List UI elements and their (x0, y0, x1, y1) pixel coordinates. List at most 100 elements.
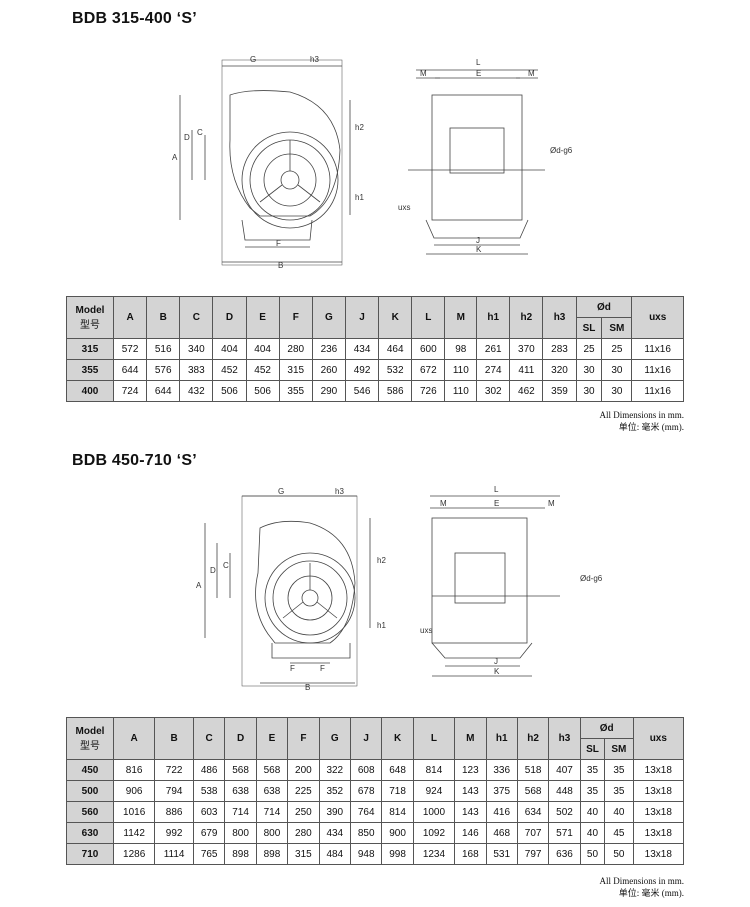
value-cell: 714 (224, 801, 257, 823)
value-cell: 718 (381, 780, 414, 802)
value-cell: 707 (516, 822, 550, 844)
dimension-note: All Dimensions in mm. 单位: 毫米 (mm). (599, 875, 684, 899)
header-col: K (378, 296, 413, 339)
value-cell: 11x16 (631, 380, 684, 402)
note-en: All Dimensions in mm. (599, 876, 684, 886)
dimension-note: All Dimensions in mm. 单位: 毫米 (mm). (599, 409, 684, 433)
header-col: D (212, 296, 247, 339)
header-col: E (255, 717, 289, 760)
value-cell: 25 (575, 338, 603, 360)
value-cell: 452 (212, 359, 247, 381)
header-col: E (245, 296, 280, 339)
header-model-cn: 型号 (80, 319, 100, 331)
model-cell: 560 (66, 801, 114, 823)
header-sm: SM (601, 317, 633, 339)
header-col: B (146, 296, 181, 339)
header-col: C (179, 296, 214, 339)
header-col: h1 (476, 296, 511, 339)
value-cell: 644 (112, 359, 148, 381)
fan-drawing: G h3 A D C h2 h1 F F B L M E M Ød-g6 uxs… (196, 485, 603, 692)
value-cell: 280 (287, 822, 320, 844)
value-cell: 274 (476, 359, 511, 381)
value-cell: 25 (601, 338, 633, 360)
label-h1: h1 (377, 621, 386, 630)
header-col: J (349, 717, 383, 760)
value-cell: 146 (454, 822, 487, 844)
value-cell: 571 (548, 822, 581, 844)
value-cell: 924 (412, 780, 456, 802)
value-cell: 143 (454, 801, 487, 823)
value-cell: 603 (192, 801, 226, 823)
header-col: M (444, 296, 478, 339)
label-b: B (278, 261, 283, 270)
value-cell: 634 (516, 801, 550, 823)
value-cell: 486 (192, 759, 226, 781)
value-cell: 546 (344, 380, 380, 402)
value-cell: 355 (278, 380, 313, 402)
label-a: A (196, 581, 202, 590)
value-cell: 123 (454, 759, 487, 781)
value-cell: 468 (485, 822, 518, 844)
value-cell: 35 (579, 780, 606, 802)
value-cell: 800 (255, 822, 289, 844)
label-uxs: uxs (398, 203, 410, 212)
value-cell: 434 (318, 822, 351, 844)
model-cell: 400 (66, 380, 114, 402)
value-cell: 336 (485, 759, 518, 781)
value-cell: 40 (604, 801, 634, 823)
value-cell: 672 (411, 359, 446, 381)
value-cell: 572 (112, 338, 148, 360)
header-col: L (412, 717, 456, 760)
value-cell: 850 (349, 822, 383, 844)
header-col: J (344, 296, 380, 339)
model-cell: 355 (66, 359, 114, 381)
value-cell: 1114 (154, 843, 194, 865)
value-cell: 110 (444, 359, 478, 381)
value-cell: 30 (575, 359, 603, 381)
value-cell: 464 (378, 338, 413, 360)
value-cell: 502 (548, 801, 581, 823)
label-m-right: M (528, 69, 535, 78)
label-g: G (250, 55, 256, 64)
value-cell: 1000 (412, 801, 456, 823)
header-col: F (287, 717, 320, 760)
value-cell: 800 (224, 822, 257, 844)
label-h3: h3 (310, 55, 319, 64)
label-c: C (197, 128, 203, 137)
header-model-cn: 型号 (80, 740, 100, 752)
value-cell: 283 (542, 338, 577, 360)
value-cell: 261 (476, 338, 511, 360)
label-od: Ød-g6 (580, 574, 603, 583)
label-h3: h3 (335, 487, 344, 496)
value-cell: 11x16 (631, 359, 684, 381)
value-cell: 898 (224, 843, 257, 865)
value-cell: 1142 (112, 822, 156, 844)
value-cell: 143 (454, 780, 487, 802)
value-cell: 900 (381, 822, 414, 844)
value-cell: 50 (604, 843, 634, 865)
value-cell: 568 (516, 780, 550, 802)
value-cell: 714 (255, 801, 289, 823)
value-cell: 532 (378, 359, 413, 381)
value-cell: 322 (318, 759, 351, 781)
value-cell: 432 (179, 380, 214, 402)
header-col: L (411, 296, 446, 339)
header-col: G (318, 717, 351, 760)
value-cell: 492 (344, 359, 380, 381)
section-title: BDB 450-710 ‘S’ (72, 452, 197, 469)
value-cell: 11x16 (631, 338, 684, 360)
header-sl: SL (579, 738, 606, 760)
header-od: Ød (579, 717, 634, 739)
value-cell: 452 (245, 359, 280, 381)
header-col: K (381, 717, 414, 760)
label-l: L (494, 485, 499, 494)
header-col: h3 (542, 296, 577, 339)
header-col: h3 (548, 717, 581, 760)
value-cell: 568 (224, 759, 257, 781)
value-cell: 998 (381, 843, 414, 865)
fan-drawing: G h3 A D C h2 h1 F B L M E M Ød-g6 uxs J… (172, 55, 573, 270)
value-cell: 531 (485, 843, 518, 865)
